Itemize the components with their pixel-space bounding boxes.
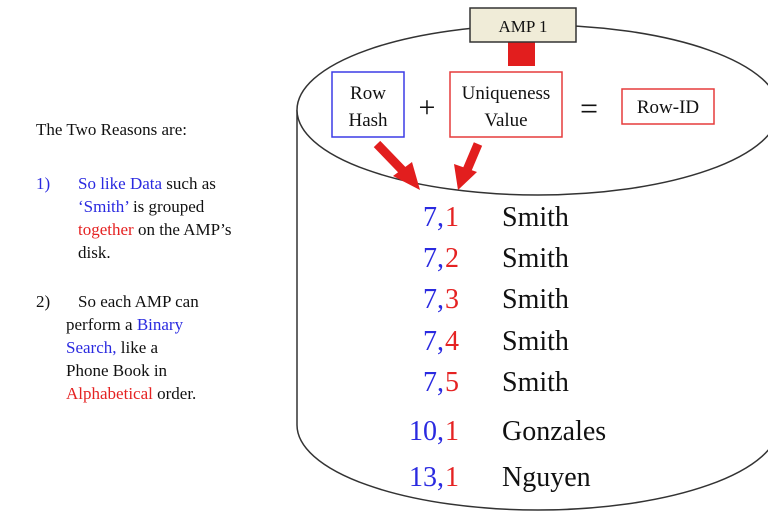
reason-1-together: together <box>78 220 134 239</box>
row-hash-box <box>331 71 405 138</box>
reason-2-text: Phone Book in <box>66 361 168 380</box>
row-hash-value: 7, <box>423 284 444 315</box>
plus-sign: + <box>419 91 436 124</box>
reason-1-like-data: So like Data <box>78 174 163 193</box>
uniqueness-value: 5 <box>445 367 459 398</box>
equals-sign: = <box>580 90 598 126</box>
row-hash-value: 7, <box>423 367 444 398</box>
reason-2-binary: Binary <box>136 315 184 334</box>
uniqueness-value: 1 <box>445 462 459 493</box>
reason-1-text: such as <box>162 174 216 193</box>
uniqueness-label: Uniqueness <box>462 83 551 104</box>
reason-2-alphabetical: Alphabetical <box>66 384 153 403</box>
reason-2-text: perform a <box>66 315 137 334</box>
cylinder-body <box>296 110 768 511</box>
row-name: Smith <box>502 367 569 398</box>
row-hash-label: Hash <box>348 110 388 131</box>
uniqueness-value: 1 <box>445 416 459 447</box>
reason-2: 2) So each AMP can perform a Binary Sear… <box>36 290 276 405</box>
uniqueness-value-box <box>449 71 563 138</box>
row-hash-value: 10, <box>409 416 444 447</box>
amp-label: AMP 1 <box>499 17 548 36</box>
row-hash-arrow <box>373 140 420 190</box>
table-row: 13,1 Nguyen <box>409 462 591 493</box>
reasons-heading: The Two Reasons are: <box>36 120 187 139</box>
table-row: 7,4 Smith <box>423 326 569 357</box>
uniqueness-arrow <box>454 142 483 190</box>
reason-2-number: 2) <box>36 292 51 311</box>
row-name: Smith <box>502 284 569 315</box>
reason-1-text: is grouped <box>128 197 205 216</box>
reason-1-smith: ‘Smith’ <box>78 197 129 216</box>
reason-2-text: So each AMP can <box>78 292 199 311</box>
table-row: 7,3 Smith <box>423 284 569 315</box>
row-hash-value: 7, <box>423 243 444 274</box>
row-name: Gonzales <box>502 416 606 447</box>
reason-2-search: Search, <box>66 338 117 357</box>
row-name: Smith <box>502 326 569 357</box>
amp-connector <box>508 42 535 66</box>
uniqueness-value: 4 <box>445 326 459 357</box>
row-name: Smith <box>502 243 569 274</box>
reason-1-text: disk. <box>78 243 111 262</box>
row-hash-value: 7, <box>423 202 444 233</box>
table-row: 10,1 Gonzales <box>409 416 606 447</box>
row-hash-value: 13, <box>409 462 444 493</box>
uniqueness-value: 3 <box>445 284 459 315</box>
row-id-label: Row-ID <box>637 97 699 118</box>
table-row: 7,5 Smith <box>423 367 569 398</box>
reason-2-text: like a <box>116 338 159 357</box>
reason-1-text: on the AMP’s <box>133 220 232 239</box>
table-row: 7,2 Smith <box>423 243 569 274</box>
row-hash-label: Row <box>350 83 386 104</box>
row-hash-value: 7, <box>423 326 444 357</box>
uniqueness-value: 2 <box>445 243 459 274</box>
table-row: 7,1 Smith <box>423 202 569 233</box>
reason-1: 1) So like Data such as ‘Smith’ is group… <box>36 172 276 264</box>
row-name: Smith <box>502 202 569 233</box>
amp-label-box <box>469 7 577 43</box>
row-name: Nguyen <box>502 462 591 493</box>
uniqueness-value: 1 <box>445 202 459 233</box>
reason-1-number: 1) <box>36 174 51 193</box>
row-id-box <box>621 88 715 125</box>
reason-2-text: order. <box>152 384 197 403</box>
uniqueness-label: Value <box>484 110 527 131</box>
